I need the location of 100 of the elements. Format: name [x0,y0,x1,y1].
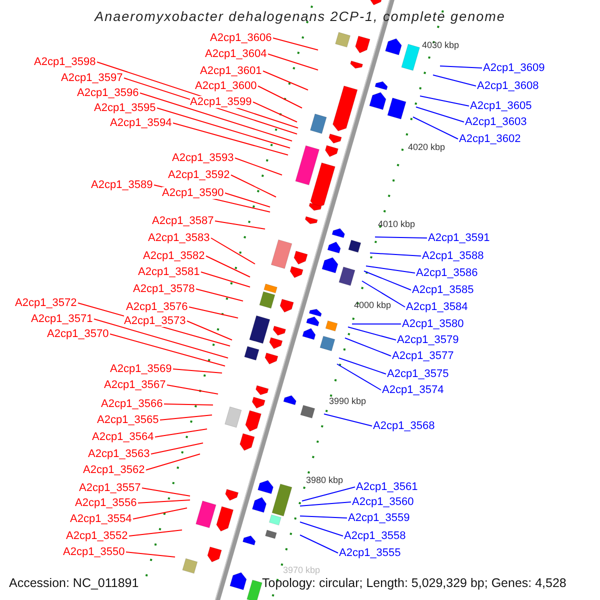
scale-tick-label: 4030 kbp [422,40,460,51]
leader-line [214,220,266,230]
gene-label: A2cp1_3601 [200,65,262,77]
leader-line [156,108,290,148]
gene-label: A2cp1_3603 [465,116,527,128]
leader-line [412,116,458,140]
leader-line [366,266,416,274]
gene-label: A2cp1_3583 [148,232,210,244]
scale-tick-label: 4020 kbp [408,142,446,153]
gene-label: A2cp1_3559 [348,512,410,524]
gene-label: A2cp1_3552 [66,530,128,542]
gene-label: A2cp1_3556 [75,497,137,509]
gene-label: A2cp1_3608 [477,80,539,92]
gene-label: A2cp1_3576 [126,301,188,313]
gene-label: A2cp1_3586 [416,267,478,279]
gene-label: A2cp1_3598 [34,56,96,68]
gene-label: A2cp1_3599 [190,96,252,108]
leader-line [230,174,276,198]
leader-line [140,92,292,142]
gene-label: A2cp1_3574 [382,384,444,396]
leader-line [206,256,250,278]
gene-label: A2cp1_3565 [97,414,159,426]
leader-line [110,334,226,366]
gene-label: A2cp1_3567 [104,379,166,391]
leader-line [362,280,406,308]
scale-tick-label: 3990 kbp [329,396,366,407]
gene-label: A2cp1_3550 [63,546,125,558]
leader-line [186,320,232,340]
leader-line [94,318,228,358]
leader-line [252,102,298,122]
gene-label: A2cp1_3564 [92,431,154,443]
gene-label: A2cp1_3596 [77,87,139,99]
gene-label: A2cp1_3554 [70,513,132,525]
title: Anaeromyxobacter dehalogenans 2CP-1, complete genome [93,9,506,24]
leader-line [324,414,372,426]
gene-label: A2cp1_3562 [83,464,145,476]
leader-line [146,454,200,470]
leader-line [432,74,476,86]
leader-line [166,384,218,394]
leader-line [196,288,244,302]
gene-label: A2cp1_3592 [168,169,230,181]
leader-line [272,38,318,50]
gene-label: A2cp1_3572 [15,297,77,309]
gene-label: A2cp1_3585 [412,284,474,296]
gene-label: A2cp1_3558 [344,530,406,542]
gene-label: A2cp1_3570 [47,328,109,340]
leader-line [364,270,412,290]
leader-line [188,306,238,318]
accession-text: Accession: NC_011891 [9,576,139,590]
leader-line [142,488,190,496]
scale-tick-label: 3970 kbp [283,565,320,576]
gene-label: A2cp1_3575 [387,368,449,380]
gene-label: A2cp1_3584 [406,301,468,313]
gene-label: A2cp1_3577 [392,350,454,362]
leader-line [336,364,382,390]
gene-label: A2cp1_3581 [138,266,200,278]
leader-line [440,66,482,68]
leader-line [154,428,208,438]
gene-label: A2cp1_3588 [422,250,484,262]
gene-label: A2cp1_3591 [428,232,490,244]
gene-label: A2cp1_3555 [339,547,401,559]
gene-label: A2cp1_3560 [352,496,414,508]
gene-label: A2cp1_3593 [172,152,234,164]
gene-label: A2cp1_3594 [110,117,172,129]
gene-label: A2cp1_3573 [124,315,186,327]
gene-label: A2cp1_3595 [94,102,156,114]
gene-label: A2cp1_3561 [356,481,418,493]
leader-line [370,252,422,256]
gene-label: A2cp1_3589 [91,179,153,191]
leader-line [416,106,464,122]
leader-line [300,502,352,506]
gene-label: A2cp1_3600 [195,80,257,92]
leader-line [224,192,270,208]
leader-line [348,326,396,340]
gene-label: A2cp1_3571 [31,313,93,325]
leader-line [150,442,204,454]
gene-label: A2cp1_3578 [133,283,195,295]
leader-line [234,158,282,176]
leader-line [258,86,302,108]
gene-label: A2cp1_3568 [373,420,435,432]
leader-line [300,522,344,536]
leader-line [138,500,190,504]
gene-label: A2cp1_3605 [470,100,532,112]
gene-label: A2cp1_3602 [459,133,521,145]
leader-line [164,404,214,406]
leader-line [268,54,318,70]
leader-line [300,534,338,554]
gene-label: A2cp1_3569 [110,363,172,375]
leader-line [160,414,212,420]
leader-line [210,238,256,264]
scale-tick-label: 4010 kbp [378,219,416,230]
gene-label: A2cp1_3606 [210,32,272,44]
leader-line [172,368,222,374]
gene-label: A2cp1_3604 [205,48,267,60]
leader-line [344,338,392,356]
gene-label: A2cp1_3579 [397,334,459,346]
leader-line [300,516,348,518]
scale-tick-label: 3980 kbp [306,475,344,486]
leader-line [172,122,288,156]
leader-line [128,530,182,536]
